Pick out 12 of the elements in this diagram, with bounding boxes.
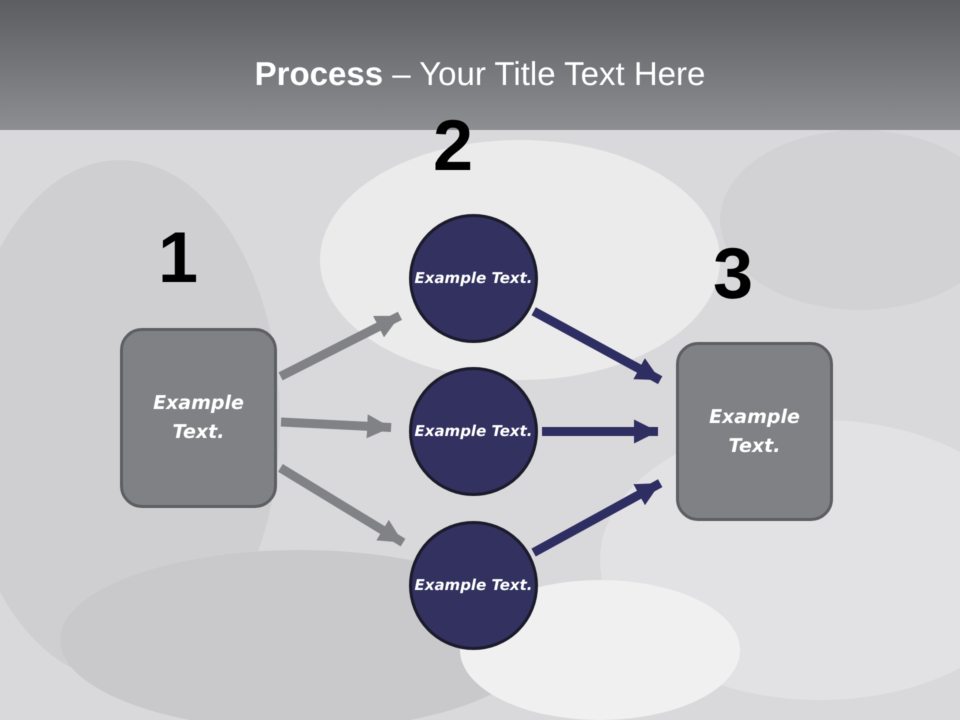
arrow (278, 464, 406, 546)
arrow (532, 307, 662, 384)
arrow (542, 420, 658, 444)
process-box: Example Text. (120, 328, 277, 508)
step-number: 3 (713, 238, 754, 310)
process-box: Example Text. (676, 342, 833, 521)
arrow (278, 312, 402, 380)
arrow (531, 479, 662, 557)
arrow (280, 414, 392, 438)
step-number: 1 (158, 222, 198, 294)
title: Process – Your Title Text Here (254, 54, 706, 94)
step-number: 2 (433, 110, 474, 182)
